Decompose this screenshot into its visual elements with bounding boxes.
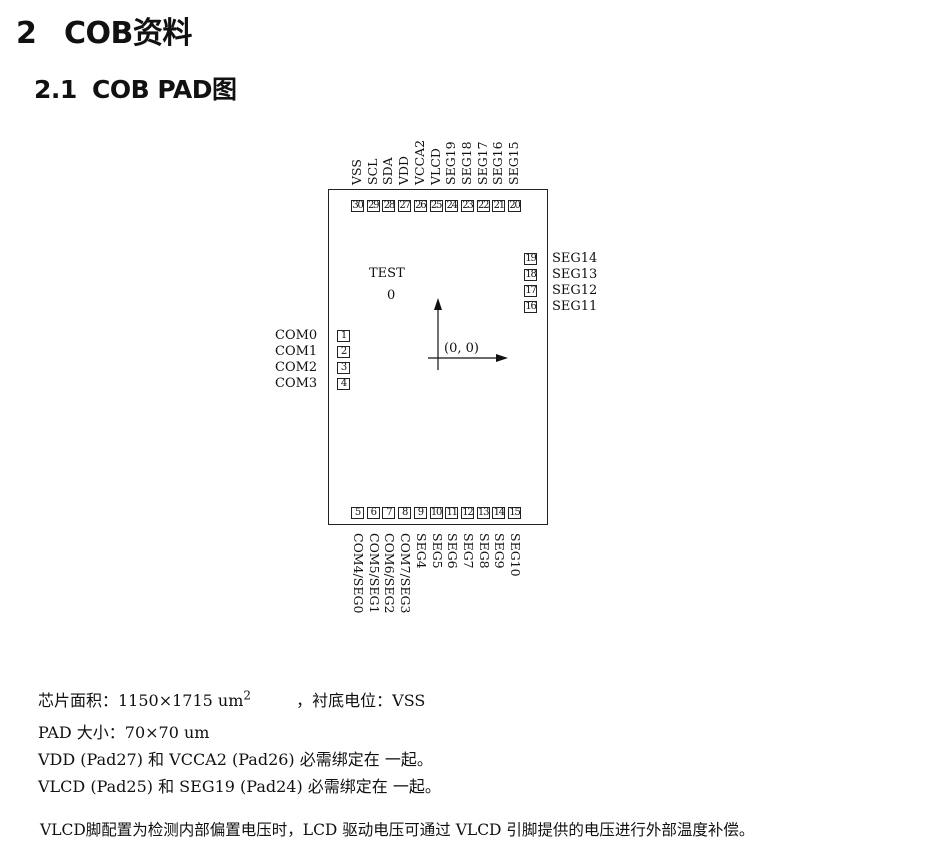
spec-area-line: 芯片面积：1150×1715 um2 ，衬底电位：VSS	[38, 687, 425, 711]
pad-label-seg13: SEG13	[552, 267, 598, 282]
pad-6: 6	[366, 507, 380, 519]
pad-21: 21	[492, 200, 506, 212]
pad-label-seg18: SEG18	[458, 141, 474, 185]
pad-13: 13	[476, 507, 490, 519]
pad-label-seg4: SEG4	[413, 533, 429, 569]
pad-label-seg7: SEG7	[460, 533, 476, 569]
pad-24: 24	[445, 200, 459, 212]
pad-label-vss: VSS	[349, 159, 364, 185]
pad-label-seg16: SEG16	[490, 141, 506, 185]
spec-pad-size: PAD 大小：70×70 um	[38, 723, 210, 742]
origin-axes-icon	[428, 298, 508, 370]
spec-bind-vdd: VDD (Pad27) 和 VCCA2 (Pad26) 必需绑定在 一起。	[38, 750, 433, 769]
chip-outline	[328, 189, 548, 525]
pad-8: 8	[398, 507, 412, 519]
pad-19: 19	[524, 253, 537, 265]
pad-16: 16	[524, 301, 537, 313]
pad-label-scl: SCL	[364, 158, 380, 185]
spec-vlcd-note: VLCD脚配置为检测内部偏置电压时，LCD 驱动电压可通过 VLCD 引脚提供的…	[40, 821, 755, 839]
subsection-title: COB PAD图	[92, 75, 237, 104]
pad-23: 23	[460, 200, 474, 212]
pad-label-com2: COM2	[275, 360, 318, 375]
pad-10: 10	[429, 507, 443, 519]
pad-15: 15	[508, 507, 521, 519]
pad-label-vlcd: VLCD	[427, 148, 443, 185]
pad-label-com4-seg0: COM4/SEG0	[351, 533, 366, 614]
spec-area-exponent: 2	[243, 688, 252, 703]
pad-label-seg12: SEG12	[552, 283, 598, 298]
pad-14: 14	[492, 507, 506, 519]
pad-17: 17	[524, 285, 537, 297]
test-value: 0	[387, 288, 396, 303]
section-heading: 2 COB资料	[16, 8, 192, 52]
pad-30: 30	[351, 200, 364, 212]
spec-bind-vlcd: VLCD (Pad25) 和 SEG19 (Pad24) 必需绑定在 一起。	[38, 777, 441, 796]
pad-5: 5	[351, 507, 364, 519]
spec-substrate: ，衬底电位：VSS	[296, 691, 426, 710]
pad-1: 1	[337, 330, 350, 342]
pad-label-com0: COM0	[275, 328, 318, 343]
pad-label-seg6: SEG6	[445, 533, 461, 569]
pad-11: 11	[445, 507, 459, 519]
origin-label: (0, 0)	[444, 341, 479, 356]
pad-2: 2	[337, 346, 350, 358]
pad-9: 9	[413, 507, 427, 519]
pad-label-sda: SDA	[380, 157, 396, 185]
section-number: 2	[16, 16, 37, 51]
pad-label-vdd: VDD	[396, 155, 412, 185]
pad-20: 20	[508, 200, 521, 212]
pad-label-com3: COM3	[275, 376, 318, 391]
pad-12: 12	[460, 507, 474, 519]
pad-25: 25	[429, 200, 443, 212]
pad-28: 28	[382, 200, 396, 212]
pad-label-seg15: SEG15	[506, 141, 521, 185]
pad-label-com6-seg2: COM6/SEG2	[382, 533, 398, 614]
pad-label-seg5: SEG5	[429, 533, 445, 569]
pad-label-seg10: SEG10	[508, 533, 523, 577]
pad-18: 18	[524, 269, 537, 281]
section-title: COB资料	[64, 16, 192, 51]
pad-4: 4	[337, 378, 350, 390]
subsection-number: 2.1	[34, 75, 77, 104]
pad-22: 22	[476, 200, 490, 212]
pad-label-seg8: SEG8	[476, 533, 492, 569]
pad-7: 7	[382, 507, 396, 519]
pad-label-seg9: SEG9	[492, 533, 508, 569]
test-label: TEST	[369, 266, 405, 281]
pad-29: 29	[366, 200, 380, 212]
pad-label-com7-seg3: COM7/SEG3	[398, 533, 414, 614]
subsection-heading: 2.1 COB PAD图	[34, 70, 237, 106]
pad-label-com1: COM1	[275, 344, 318, 359]
pad-label-seg17: SEG17	[474, 141, 490, 185]
pad-26: 26	[413, 200, 427, 212]
spec-area: 芯片面积：1150×1715 um	[38, 691, 244, 710]
pad-label-vcca2: VCCA2	[411, 139, 427, 185]
pad-27: 27	[398, 200, 412, 212]
pad-label-seg11: SEG11	[552, 299, 598, 314]
pad-label-seg14: SEG14	[552, 251, 598, 266]
pad-label-seg19: SEG19	[443, 141, 459, 185]
pad-3: 3	[337, 362, 350, 374]
pad-label-com5-seg1: COM5/SEG1	[366, 533, 382, 614]
